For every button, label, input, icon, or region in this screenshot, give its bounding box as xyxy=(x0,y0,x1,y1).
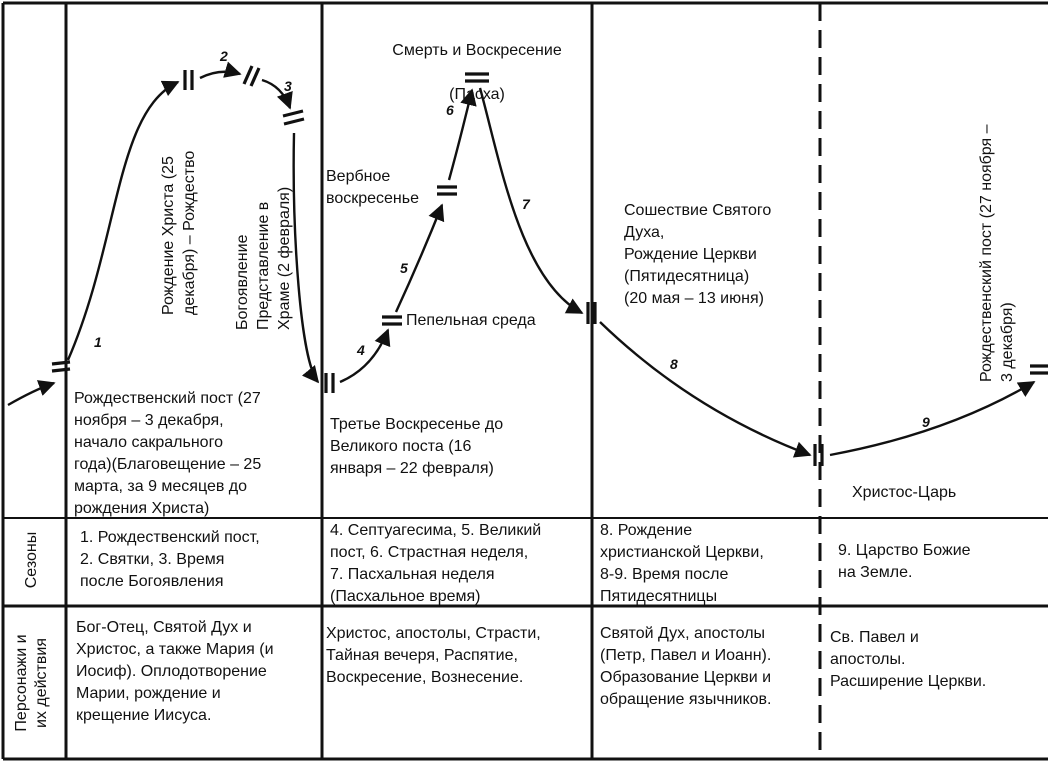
arrow-3 xyxy=(292,132,320,384)
node-easter xyxy=(465,72,489,83)
arrow-2 xyxy=(199,61,242,80)
row-header-characters: Персонажи и их действия xyxy=(13,634,50,732)
arrow-8 xyxy=(599,321,812,458)
easter-title: Смерть и Воскресение (Пасха) xyxy=(362,18,592,128)
label-advent-end: Рождественский пост (27 ноября – 3 декаб… xyxy=(978,124,1016,382)
arrow-number-3: 3 xyxy=(284,78,292,94)
easter-title-line1: Смерть и Воскресение xyxy=(392,42,562,59)
arrow-7 xyxy=(478,87,584,315)
characters-cell-2: Христос, апостолы, Страсти, Тайная вечер… xyxy=(326,625,541,686)
arrow-6 xyxy=(447,88,477,181)
seasons-cell-3: 8. Рождение христианской Церкви, 8-9. Вр… xyxy=(600,522,764,605)
arrow-number-4: 4 xyxy=(357,342,365,358)
characters-cell-1: Бог-Отец, Святой Дух и Христос, а также … xyxy=(76,619,274,724)
arrow-number-1: 1 xyxy=(94,334,102,350)
arrow-2b xyxy=(261,78,293,110)
arrow-4 xyxy=(339,328,391,384)
node-christmas xyxy=(183,70,194,90)
cycle-curves xyxy=(7,61,1036,458)
label-advent-start: Рождественский пост (27 ноября – 3 декаб… xyxy=(74,390,262,517)
characters-cell-4: Св. Павел и апостолы. Расширение Церкви. xyxy=(830,629,987,690)
node-ash-wednesday xyxy=(382,315,402,326)
arrow-number-8: 8 xyxy=(670,356,678,372)
node-palm-sunday xyxy=(437,185,457,196)
label-palm-sunday: Вербное воскресенье xyxy=(326,168,419,207)
label-third-sunday: Третье Воскресенье до Великого поста (16… xyxy=(330,416,504,477)
node-step-2 xyxy=(242,65,261,87)
arrow-number-9: 9 xyxy=(922,414,930,430)
seasons-cell-1: 1. Рождественский пост, 2. Святки, 3. Вр… xyxy=(80,529,260,590)
arrow-9 xyxy=(829,380,1036,457)
node-third-sunday xyxy=(324,373,335,393)
node-advent-start xyxy=(51,360,71,373)
node-pentecost xyxy=(586,302,597,324)
node-epiphany xyxy=(282,109,305,126)
easter-title-line2: (Пасха) xyxy=(449,86,505,103)
characters-cell-3: Святой Дух, апостолы (Петр, Павел и Иоан… xyxy=(600,625,772,708)
label-christ-king: Христос-Царь xyxy=(852,484,957,501)
label-epiphany: Богоявление Представление в Храме (2 фев… xyxy=(234,186,293,330)
arrow-number-5: 5 xyxy=(400,260,408,276)
node-advent-end xyxy=(1030,364,1048,375)
seasons-cell-2: 4. Септуагесима, 5. Великий пост, 6. Стр… xyxy=(330,522,542,605)
arrow-number-6: 6 xyxy=(446,102,454,118)
label-ash-wednesday: Пепельная среда xyxy=(406,312,536,329)
arrow-entry xyxy=(7,380,56,407)
node-marks xyxy=(51,65,1048,466)
node-christ-king xyxy=(813,444,824,466)
arrow-1 xyxy=(66,80,180,361)
label-pentecost: Сошествие Святого Духа, Рождение Церкви … xyxy=(624,202,772,307)
row-header-seasons: Сезоны xyxy=(23,531,40,589)
arrow-5 xyxy=(394,203,445,313)
arrow-number-2: 2 xyxy=(220,48,228,64)
seasons-cell-4: 9. Царство Божие на Земле. xyxy=(838,542,971,581)
label-christmas: Рождение Христа (25 декабря) – Рождество xyxy=(160,150,198,315)
arrow-number-7: 7 xyxy=(522,196,530,212)
